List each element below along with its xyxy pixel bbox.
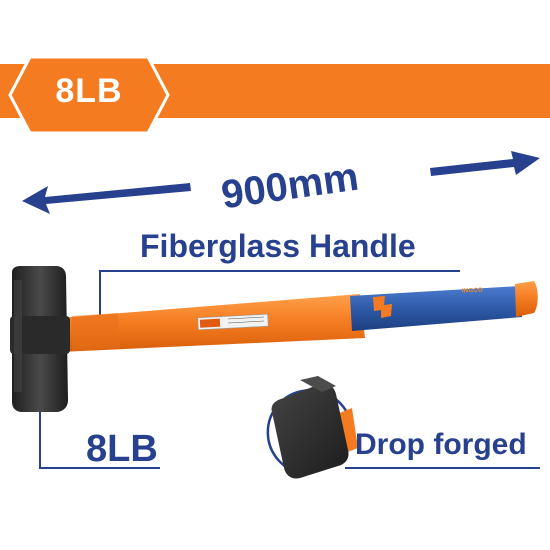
handle-callout-label: Fiberglass Handle <box>140 228 416 264</box>
forged-callout-label: Drop forged <box>355 428 527 461</box>
header-weight-label: 8LB <box>55 72 123 110</box>
weight-callout-label: 8LB <box>86 428 158 470</box>
